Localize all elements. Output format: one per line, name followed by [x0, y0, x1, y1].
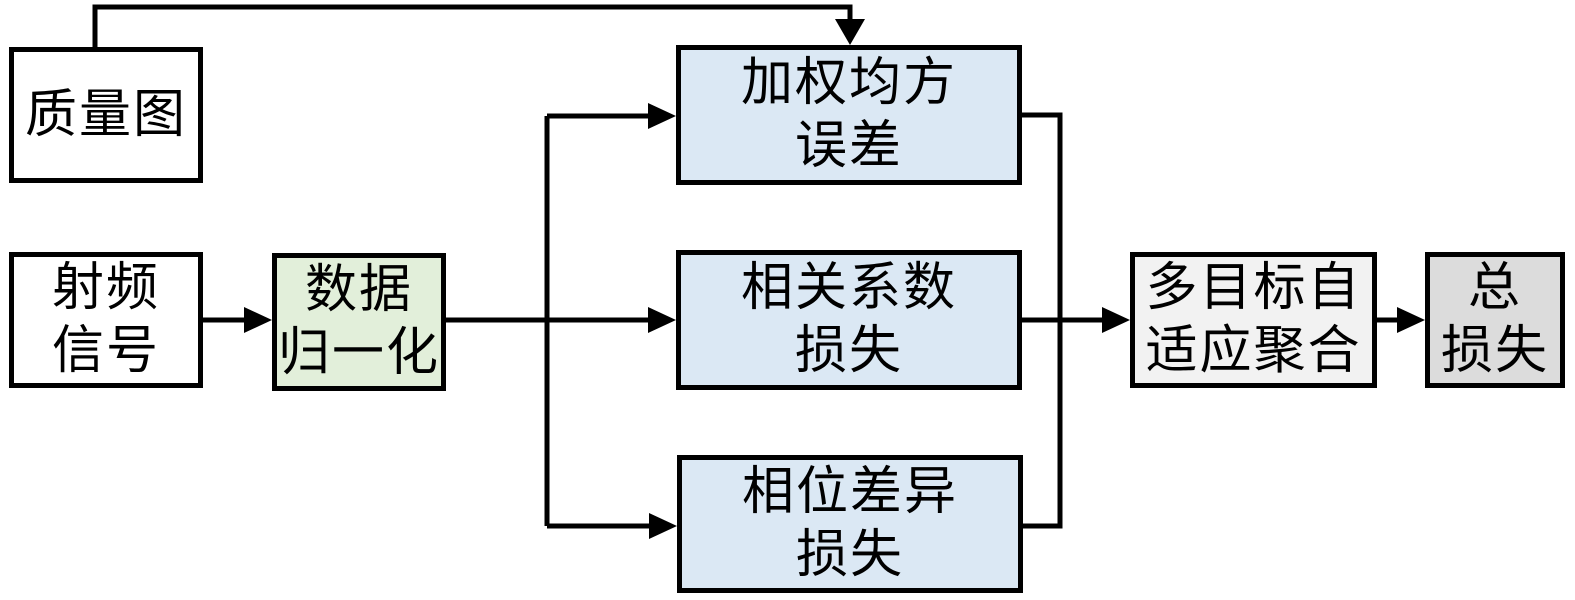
- node-correlation-loss: 相关系数 损失: [676, 250, 1022, 390]
- node-rf-signal: 射频 信号: [9, 252, 203, 388]
- node-label: 信号: [51, 321, 160, 381]
- node-label: 损失: [795, 525, 904, 585]
- arrowhead-into-phase: [649, 513, 677, 539]
- node-label: 损失: [1440, 321, 1549, 381]
- node-total-loss: 总 损失: [1425, 252, 1565, 388]
- arrowhead-into-corr: [648, 307, 676, 333]
- node-label: 相位差异: [741, 462, 958, 522]
- node-weighted-mse: 加权均方 误差: [676, 45, 1022, 185]
- node-data-normalization: 数据 归一化: [272, 253, 446, 391]
- node-label: 损失: [794, 321, 903, 381]
- node-label: 总: [1467, 258, 1522, 318]
- node-label: 多目标自: [1145, 258, 1362, 318]
- node-adaptive-aggregation: 多目标自 适应聚合: [1130, 252, 1377, 388]
- node-label: 射频: [51, 258, 160, 318]
- connector-quality-to-wmse: [92, 4, 853, 47]
- node-quality-map: 质量图: [9, 47, 203, 183]
- node-label: 误差: [794, 116, 903, 176]
- arrowhead-into-total: [1397, 307, 1425, 333]
- node-label: 相关系数: [740, 258, 957, 318]
- node-label: 数据: [304, 260, 413, 320]
- node-phase-diff-loss: 相位差异 损失: [677, 455, 1023, 593]
- arrowhead-into-wmse: [648, 103, 676, 129]
- node-label: 加权均方: [740, 53, 957, 113]
- arrowhead-into-agg: [1102, 307, 1130, 333]
- node-label: 质量图: [24, 84, 187, 145]
- arrowhead-into-norm: [244, 307, 272, 333]
- arrowhead-down-into-wmse: [835, 19, 865, 45]
- node-label: 归一化: [277, 323, 440, 383]
- node-label: 适应聚合: [1145, 321, 1362, 381]
